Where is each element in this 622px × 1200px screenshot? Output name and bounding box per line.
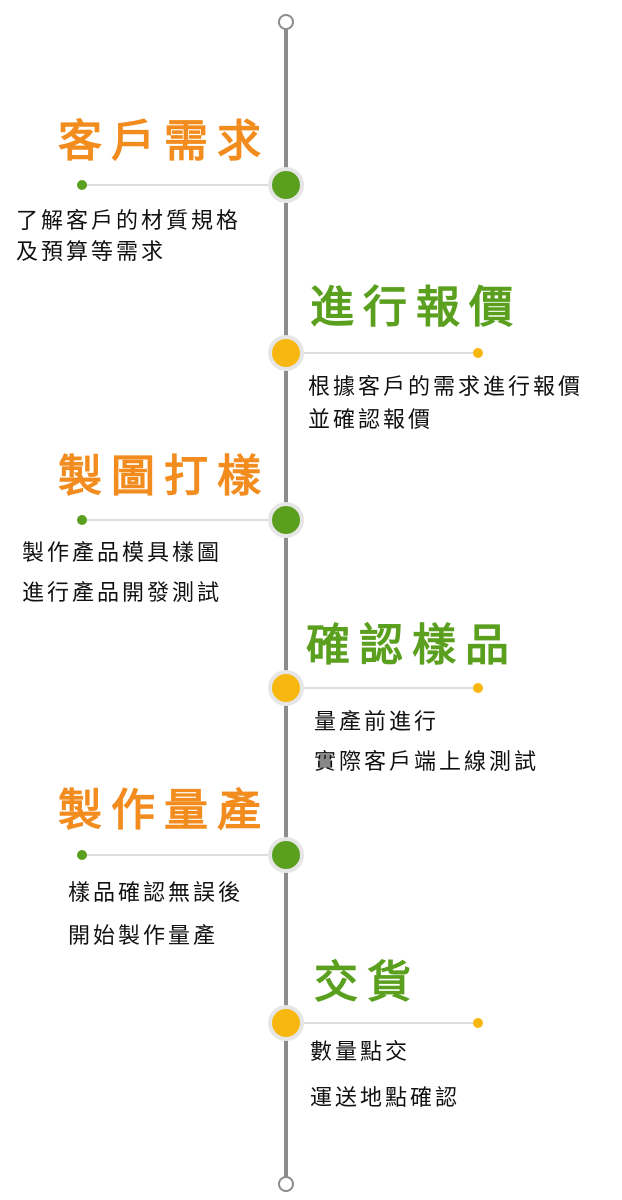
step-3-title: 製圖打樣 [58,451,270,502]
step-6-title: 交貨 [314,957,420,1008]
step-1-title: 客戶需求 [58,116,270,167]
step-4-title: 確認樣品 [306,620,518,671]
step-3-node [268,502,304,538]
step-5-end-dot [77,850,87,860]
step-2-connector [300,352,478,354]
step-5-connector [82,854,272,856]
step-3-connector [82,519,272,521]
step-1-connector [82,184,272,186]
step-4-desc-line-1: 量產前進行 [314,710,440,735]
step-2-title: 進行報價 [310,282,522,333]
step-5-node [268,837,304,873]
step-4-node [268,670,304,706]
step-1-end-dot [77,180,87,190]
step-4-desc-line-2: 實際客戶端上線測試 [314,750,540,775]
step-2-end-dot [473,348,483,358]
step-1-node [268,167,304,203]
step-3-desc-line-2: 進行產品開發測試 [22,581,223,606]
step-6-end-dot [473,1018,483,1028]
step-2-desc-line-2: 並確認報價 [308,408,434,433]
step-6-desc-line-1: 數量點交 [310,1040,411,1065]
step-2-node [268,335,304,371]
step-5-title: 製作量產 [58,785,270,836]
step-6-desc-line-2: 運送地點確認 [310,1086,461,1111]
step-4-end-dot [473,683,483,693]
step-3-desc-line-1: 製作產品模具樣圖 [22,541,223,566]
step-5-desc-line-2: 開始製作量產 [68,924,219,949]
timeline-end-node [278,1176,294,1192]
timeline-axis [284,22,288,1178]
step-6-node [268,1005,304,1041]
step-5-desc-line-1: 樣品確認無誤後 [68,881,244,906]
step-1-desc-line-1: 了解客戶的材質規格 [16,209,242,234]
step-4-connector [300,687,478,689]
step-2-desc-line-1: 根據客戶的需求進行報價 [308,375,584,400]
step-3-end-dot [77,515,87,525]
step-1-desc-line-2: 及預算等需求 [16,240,167,265]
timeline-start-node [278,14,294,30]
step-6-connector [300,1022,478,1024]
